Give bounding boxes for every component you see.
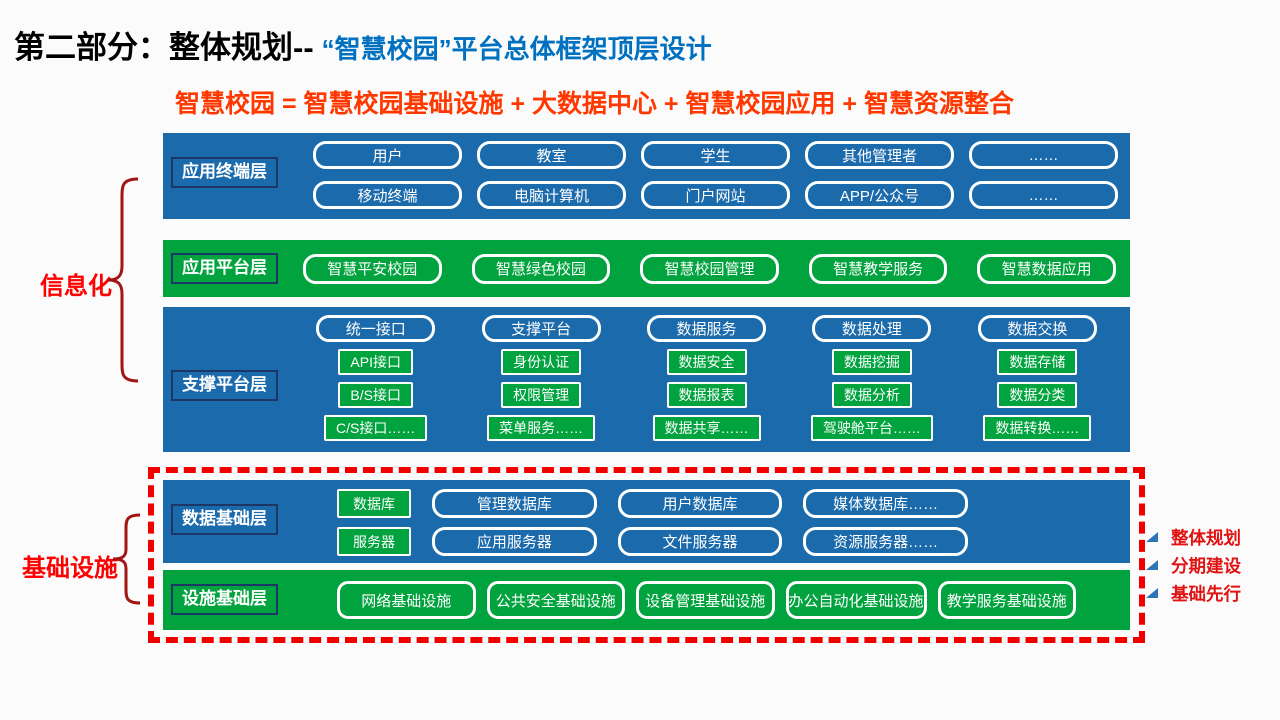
support-columns: 统一接口 API接口 B/S接口 C/S接口…… 支撑平台 身份认证 权限管理 … [293, 315, 1120, 441]
terminal-pill: 学生 [641, 141, 790, 169]
infrastructure-dashed-box: 数据基础层 数据库 管理数据库 用户数据库 媒体数据库…… 服务器 应用服务器 … [148, 467, 1145, 643]
support-item: 驾驶舱平台…… [810, 415, 933, 441]
support-item: 数据存储 [997, 349, 1078, 375]
support-column-data-service: 数据服务 数据安全 数据报表 数据共享…… [624, 315, 789, 441]
database-pill: 管理数据库 [432, 489, 597, 518]
page-title: 第二部分：整体规划-- “智慧校园”平台总体框架顶层设计 [14, 22, 712, 67]
terminal-pill: 移动终端 [313, 181, 462, 209]
support-item: 权限管理 [501, 382, 582, 408]
terminal-pill: 电脑计算机 [477, 181, 626, 209]
layer-support-platform: 支撑平台层 统一接口 API接口 B/S接口 C/S接口…… 支撑平台 身份认证… [163, 307, 1130, 452]
terminal-pill: 其他管理者 [805, 141, 954, 169]
facility-pill: 办公自动化基础设施 [785, 581, 927, 619]
database-row: 数据库 管理数据库 用户数据库 媒体数据库…… [337, 489, 969, 518]
support-item: 数据安全 [666, 349, 747, 375]
support-item: 菜单服务…… [487, 415, 596, 441]
terminal-pill: 用户 [313, 141, 462, 169]
triangle-bullet-icon [1146, 532, 1158, 542]
support-item: 数据挖掘 [831, 349, 912, 375]
support-item: 数据分类 [997, 382, 1078, 408]
server-row: 服务器 应用服务器 文件服务器 资源服务器…… [337, 527, 969, 556]
note-phased-construction: 分期建设 [1146, 555, 1241, 576]
server-pill: 应用服务器 [432, 527, 597, 556]
support-item: 数据分析 [831, 382, 912, 408]
support-column-data-processing: 数据处理 数据挖掘 数据分析 驾驶舱平台…… [789, 315, 954, 441]
support-column-support-platform: 支撑平台 身份认证 权限管理 菜单服务…… [458, 315, 623, 441]
platform-pill: 智慧数据应用 [977, 253, 1116, 284]
layer-application-terminal: 应用终端层 用户 教室 学生 其他管理者 …… 移动终端 电脑计算机 门户网站 … [163, 133, 1130, 219]
database-pill: 媒体数据库…… [803, 489, 969, 518]
terminal-row-1: 用户 教室 学生 其他管理者 …… [313, 141, 1118, 169]
support-item: B/S接口 [338, 382, 413, 408]
column-header: 统一接口 [316, 315, 436, 342]
layer-facility-base: 设施基础层 网络基础设施 公共安全基础设施 设备管理基础设施 办公自动化基础设施… [163, 570, 1130, 630]
triangle-bullet-icon [1146, 560, 1158, 570]
facility-pill: 公共安全基础设施 [486, 581, 625, 619]
support-item: 身份认证 [501, 349, 582, 375]
architecture-diagram: 应用终端层 用户 教室 学生 其他管理者 …… 移动终端 电脑计算机 门户网站 … [148, 133, 1145, 643]
formula-subtitle: 智慧校园 = 智慧校园基础设施 + 大数据中心 + 智慧校园应用 + 智慧资源整… [175, 90, 1014, 118]
layer-label: 应用平台层 [171, 253, 278, 284]
infrastructure-brace [112, 513, 141, 605]
facility-pill: 教学服务基础设施 [937, 581, 1077, 619]
terminal-pill: …… [969, 181, 1118, 209]
server-pill: 资源服务器…… [803, 527, 969, 556]
informatization-brace [107, 177, 139, 383]
column-header: 数据处理 [812, 315, 932, 342]
informatization-label: 信息化 [40, 273, 112, 300]
support-item: 数据共享…… [652, 415, 761, 441]
support-item: API接口 [338, 349, 413, 375]
terminal-pill: …… [969, 141, 1118, 169]
layer-data-base: 数据基础层 数据库 管理数据库 用户数据库 媒体数据库…… 服务器 应用服务器 … [163, 480, 1130, 563]
facility-pill: 网络基础设施 [337, 581, 476, 619]
note-label: 基础先行 [1171, 583, 1241, 604]
title-blue-part: “智慧校园”平台总体框架顶层设计 [321, 34, 712, 64]
platform-pill: 智慧绿色校园 [471, 253, 611, 284]
support-item: 数据报表 [666, 382, 747, 408]
note-label: 分期建设 [1171, 555, 1241, 576]
terminal-pill: 教室 [477, 141, 626, 169]
platform-items: 智慧平安校园 智慧绿色校园 智慧校园管理 智慧教学服务 智慧数据应用 [303, 253, 1116, 284]
note-label: 整体规划 [1171, 527, 1241, 548]
terminal-pill: 门户网站 [641, 181, 790, 209]
layer-application-platform: 应用平台层 智慧平安校园 智慧绿色校园 智慧校园管理 智慧教学服务 智慧数据应用 [163, 240, 1130, 297]
column-header: 数据交换 [977, 315, 1097, 342]
layer-label: 设施基础层 [171, 584, 278, 615]
infrastructure-label: 基础设施 [22, 555, 118, 582]
title-black-part: 第二部分：整体规划-- [14, 30, 314, 65]
layer-label: 应用终端层 [171, 157, 278, 188]
facility-pill: 设备管理基础设施 [636, 581, 775, 619]
layer-label: 数据基础层 [171, 504, 278, 535]
support-column-unified-interface: 统一接口 API接口 B/S接口 C/S接口…… [293, 315, 458, 441]
support-column-data-exchange: 数据交换 数据存储 数据分类 数据转换…… [955, 315, 1120, 441]
column-header: 数据服务 [646, 315, 767, 342]
support-item: C/S接口…… [324, 415, 428, 441]
facility-items: 网络基础设施 公共安全基础设施 设备管理基础设施 办公自动化基础设施 教学服务基… [337, 581, 1077, 619]
platform-pill: 智慧校园管理 [640, 253, 779, 284]
data-base-items: 数据库 管理数据库 用户数据库 媒体数据库…… 服务器 应用服务器 文件服务器 … [337, 489, 969, 556]
triangle-bullet-icon [1146, 588, 1158, 598]
column-header: 支撑平台 [481, 315, 601, 342]
terminal-items: 用户 教室 学生 其他管理者 …… 移动终端 电脑计算机 门户网站 APP/公众… [313, 141, 1118, 209]
note-overall-planning: 整体规划 [1146, 527, 1241, 548]
database-pill: 用户数据库 [617, 489, 783, 518]
terminal-row-2: 移动终端 电脑计算机 门户网站 APP/公众号 …… [313, 181, 1118, 209]
database-tag: 数据库 [337, 489, 411, 518]
right-notes: 整体规划 分期建设 基础先行 [1146, 527, 1241, 611]
note-foundation-first: 基础先行 [1146, 583, 1241, 604]
terminal-pill: APP/公众号 [805, 181, 954, 209]
server-pill: 文件服务器 [617, 527, 783, 556]
platform-pill: 智慧教学服务 [808, 253, 948, 284]
layer-label: 支撑平台层 [171, 370, 278, 401]
server-tag: 服务器 [337, 527, 411, 556]
platform-pill: 智慧平安校园 [303, 253, 442, 284]
support-item: 数据转换…… [983, 415, 1092, 441]
